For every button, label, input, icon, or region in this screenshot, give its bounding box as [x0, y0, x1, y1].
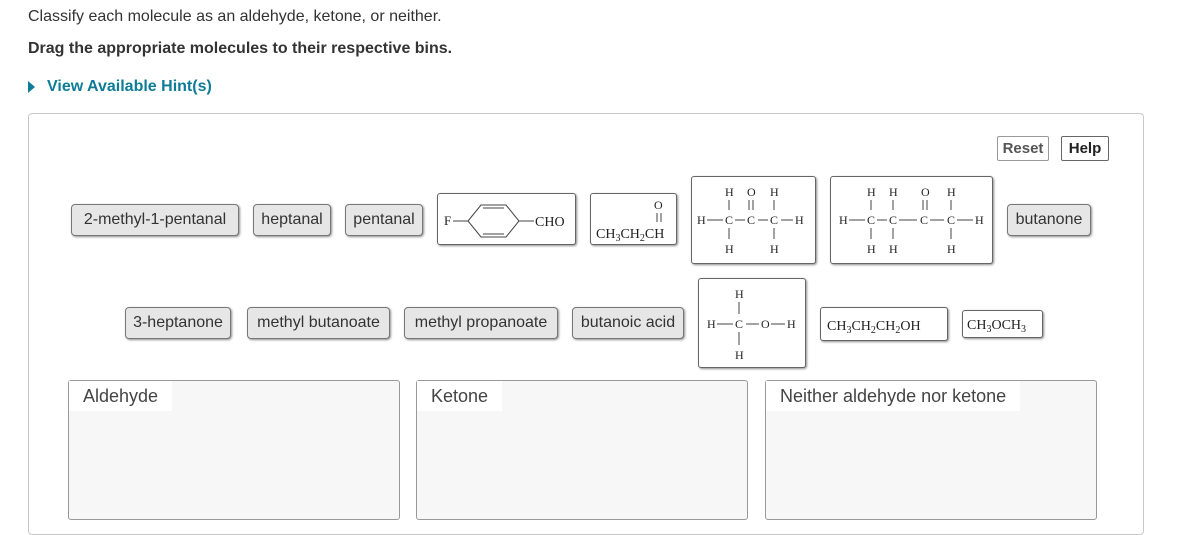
chip-butanoic-acid[interactable]: butanoic acid: [572, 307, 684, 339]
svg-text:H: H: [725, 242, 734, 256]
svg-text:H: H: [725, 185, 734, 199]
svg-text:H: H: [839, 213, 848, 227]
bin-ketone[interactable]: Ketone: [416, 380, 748, 520]
chip-methyl-butanoate[interactable]: methyl butanoate: [247, 307, 390, 339]
svg-text:C: C: [735, 317, 743, 331]
molecule-propanal[interactable]: O CH3CH2CH: [590, 193, 677, 245]
view-hints-label: View Available Hint(s): [47, 78, 212, 95]
chip-butanone[interactable]: butanone: [1007, 204, 1091, 236]
molecule-fluorobenzaldehyde[interactable]: F CHO: [437, 193, 576, 245]
molecule-propanol[interactable]: CH3CH2CH2OH: [820, 307, 948, 341]
fluorobenzaldehyde-structure: F CHO: [444, 204, 565, 238]
svg-text:C: C: [947, 213, 955, 227]
bin-neither-label: Neither aldehyde nor ketone: [766, 381, 1021, 411]
svg-text:H: H: [707, 317, 716, 331]
molecule-dimethyl-ether[interactable]: CH3OCH3: [962, 310, 1043, 338]
chip-heptanal[interactable]: heptanal: [253, 204, 331, 236]
svg-text:H: H: [867, 185, 876, 199]
svg-text:H: H: [735, 287, 744, 301]
instruction-text: Classify each molecule as an aldehyde, k…: [28, 8, 442, 25]
svg-text:O: O: [761, 317, 770, 331]
view-hints-link[interactable]: View Available Hint(s): [28, 78, 212, 96]
svg-text:H: H: [947, 185, 956, 199]
svg-text:CH3CH2CH2OH: CH3CH2CH2OH: [827, 319, 921, 336]
svg-text:H: H: [770, 185, 779, 199]
molecule-methanol-structure[interactable]: H H C O H H: [698, 278, 806, 368]
chip-2-methyl-1-pentanal[interactable]: 2-methyl-1-pentanal: [71, 204, 239, 236]
svg-text:H: H: [889, 242, 898, 256]
svg-text:CH3OCH3: CH3OCH3: [967, 318, 1026, 335]
svg-text:C: C: [920, 213, 928, 227]
help-button[interactable]: Help: [1061, 136, 1109, 161]
svg-text:H: H: [735, 348, 744, 362]
reset-button[interactable]: Reset: [997, 136, 1049, 161]
svg-text:H: H: [795, 213, 804, 227]
svg-text:F: F: [444, 213, 451, 228]
bin-aldehyde-label: Aldehyde: [69, 381, 173, 411]
svg-text:O: O: [654, 198, 663, 212]
svg-text:C: C: [747, 213, 755, 227]
bin-aldehyde[interactable]: Aldehyde: [68, 380, 400, 520]
chip-methyl-propanoate[interactable]: methyl propanoate: [404, 307, 558, 339]
svg-text:H: H: [770, 242, 779, 256]
svg-text:H: H: [867, 242, 876, 256]
svg-text:H: H: [975, 213, 984, 227]
chip-3-heptanone[interactable]: 3-heptanone: [125, 307, 231, 339]
svg-text:O: O: [921, 185, 930, 199]
svg-text:CHO: CHO: [535, 215, 565, 230]
svg-text:H: H: [787, 317, 796, 331]
svg-text:H: H: [697, 213, 706, 227]
svg-text:O: O: [747, 185, 756, 199]
instruction-drag: Drag the appropriate molecules to their …: [28, 40, 453, 57]
svg-text:C: C: [889, 213, 897, 227]
triangle-right-icon: [28, 81, 35, 93]
chip-pentanal[interactable]: pentanal: [345, 204, 423, 236]
svg-text:CH3CH2CH: CH3CH2CH: [596, 227, 664, 244]
svg-text:C: C: [867, 213, 875, 227]
bin-ketone-label: Ketone: [417, 381, 503, 411]
methanol-structure: H H C O H H: [707, 287, 796, 362]
svg-text:H: H: [947, 242, 956, 256]
propanal-structure: O CH3CH2CH: [596, 198, 664, 244]
svg-text:C: C: [770, 213, 778, 227]
bin-neither[interactable]: Neither aldehyde nor ketone: [765, 380, 1097, 520]
svg-text:C: C: [725, 213, 733, 227]
svg-text:H: H: [889, 185, 898, 199]
propanol-structure: CH3CH2CH2OH: [827, 319, 921, 336]
dimethyl-ether-structure: CH3OCH3: [967, 318, 1026, 335]
